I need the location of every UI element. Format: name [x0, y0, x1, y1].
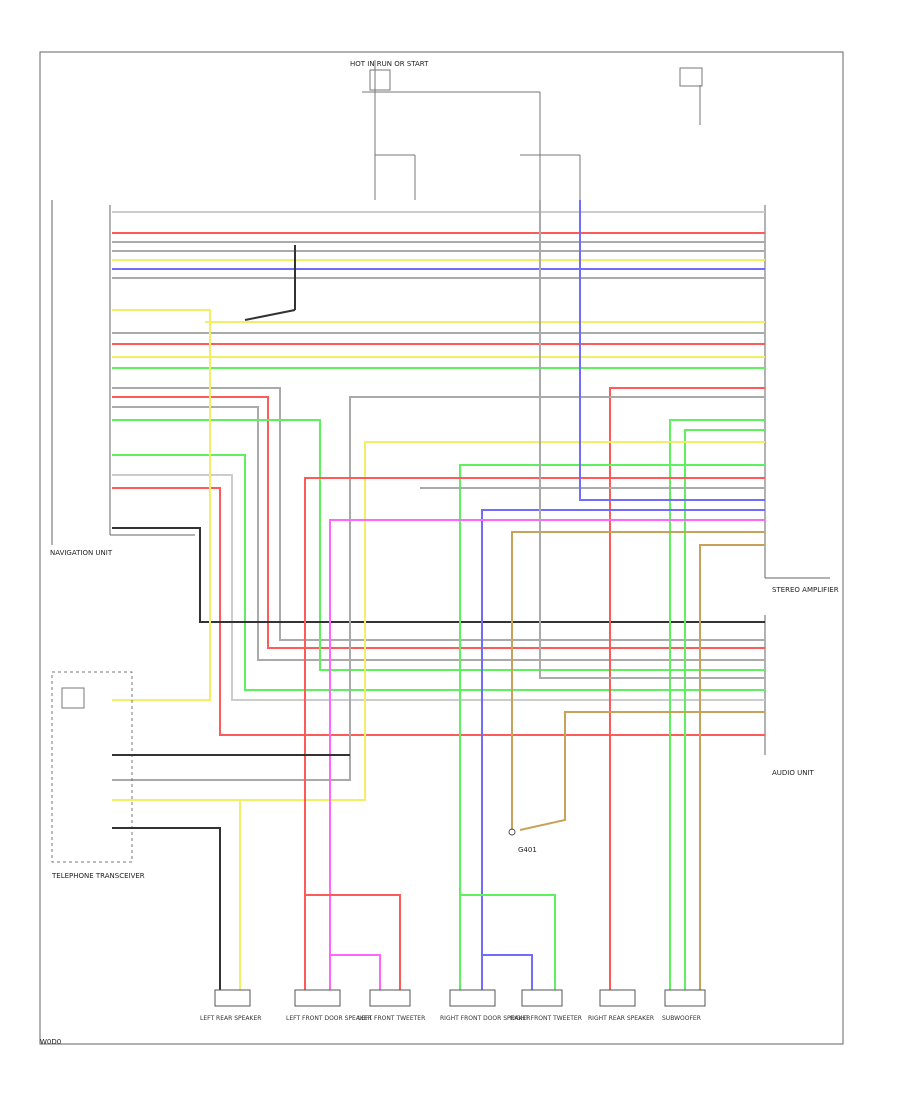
top-power-feed	[362, 60, 703, 200]
speakers: LEFT REAR SPEAKER LEFT FRONT DOOR SPEAKE…	[200, 989, 706, 1022]
speaker-left-front-tweeter: LEFT FRONT TWEETER	[358, 989, 425, 1022]
speaker-connector-wires	[305, 894, 556, 990]
speaker-subwoofer: SUBWOOFER	[662, 989, 706, 1022]
speaker-right-rear: RIGHT REAR SPEAKER	[588, 989, 654, 1022]
nav-output-wires	[112, 309, 765, 736]
telephone-transceiver	[51, 671, 133, 863]
ground-symbol	[508, 828, 516, 836]
ground-label: G401	[518, 846, 537, 854]
speaker-left-front-door: LEFT FRONT DOOR SPEAKER	[286, 989, 372, 1022]
diagram-frame	[39, 51, 844, 1045]
amp-output-wires	[112, 200, 765, 990]
speaker-right-front-tweeter: RIGHT FRONT TWEETER	[510, 989, 582, 1022]
right-module-label: STEREO AMPLIFIER	[772, 586, 839, 594]
speaker-label-left-front-tweeter: LEFT FRONT TWEETER	[358, 1015, 425, 1022]
speaker-label-left-front-door: LEFT FRONT DOOR SPEAKER	[286, 1015, 372, 1022]
audio-unit-label: AUDIO UNIT	[772, 769, 815, 777]
speaker-label-right-rear: RIGHT REAR SPEAKER	[588, 1015, 654, 1022]
right-module-outline	[764, 205, 830, 579]
left-module-outline	[51, 200, 195, 545]
speaker-label-right-front-tweeter: RIGHT FRONT TWEETER	[510, 1015, 582, 1022]
speaker-left-rear: LEFT REAR SPEAKER	[200, 989, 261, 1022]
telephone-transceiver-label: TELEPHONE TRANSCEIVER	[51, 872, 145, 880]
upper-harness	[112, 211, 765, 369]
diagram-code: W0D0	[40, 1038, 62, 1046]
telephone-wires	[112, 754, 350, 990]
speaker-right-front-door: RIGHT FRONT DOOR SPEAKER	[440, 989, 530, 1022]
top-fuse-label: HOT IN RUN OR START	[350, 60, 429, 68]
speaker-label-right-front-door: RIGHT FRONT DOOR SPEAKER	[440, 1015, 530, 1022]
speaker-label-left-rear: LEFT REAR SPEAKER	[200, 1015, 261, 1022]
left-module-label: NAVIGATION UNIT	[50, 549, 113, 557]
speaker-label-subwoofer: SUBWOOFER	[662, 1015, 701, 1022]
black-jumper	[244, 245, 296, 321]
